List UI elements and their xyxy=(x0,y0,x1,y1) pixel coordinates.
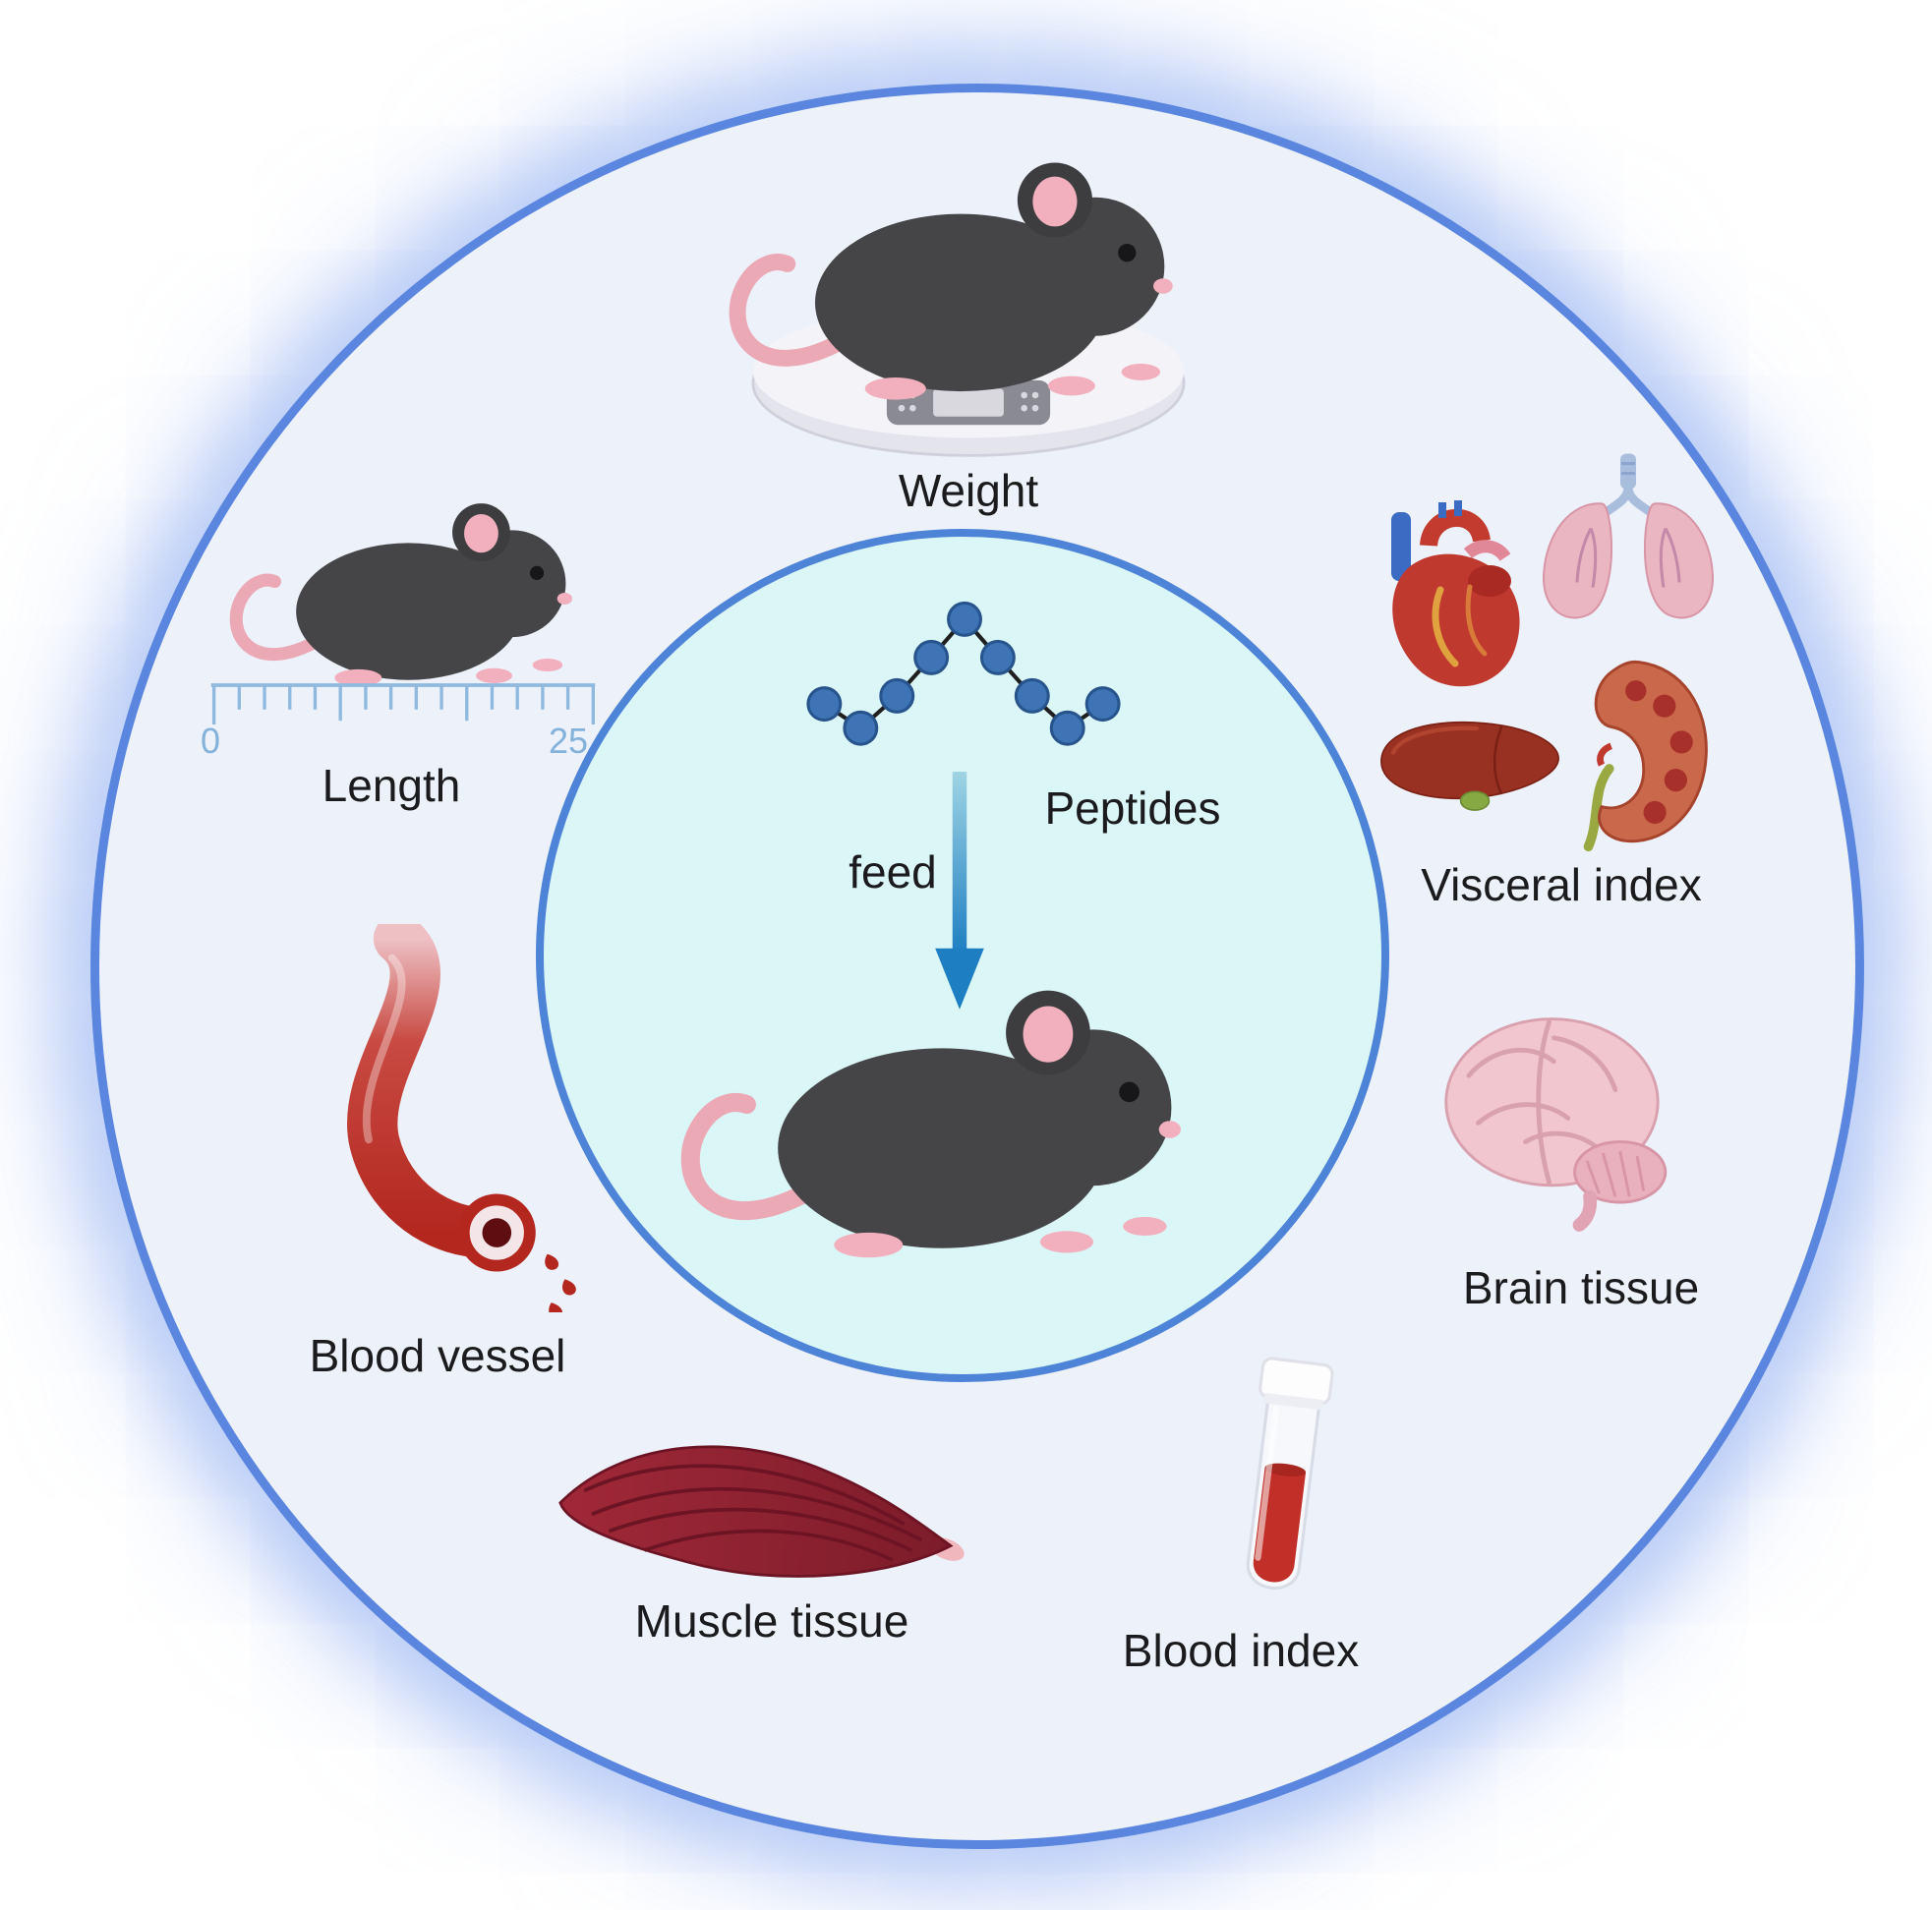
blood-vessel-icon xyxy=(295,924,590,1312)
ruler-icon xyxy=(206,678,600,732)
mouse-on-ruler-icon xyxy=(221,492,585,706)
blood-vessel-label: Blood vessel xyxy=(309,1330,566,1381)
heart-icon xyxy=(1372,496,1539,703)
visceral-index-label: Visceral index xyxy=(1421,859,1702,910)
peptide-chain-icon xyxy=(801,585,1126,777)
feed-label: feed xyxy=(849,846,937,897)
peptides-label: Peptides xyxy=(1044,782,1221,834)
mouse-on-scale-icon xyxy=(718,147,1190,425)
ruler-max-label: 25 xyxy=(548,721,589,761)
blood-tube-icon xyxy=(1189,1346,1377,1630)
ruler-min-label: 0 xyxy=(200,721,221,761)
kidney-icon xyxy=(1573,649,1716,860)
blood-index-label: Blood index xyxy=(1122,1625,1360,1676)
center-mouse-icon xyxy=(669,973,1200,1286)
lungs-icon xyxy=(1534,447,1721,639)
muscle-icon xyxy=(540,1411,975,1632)
length-label: Length xyxy=(322,760,461,811)
brain-tissue-label: Brain tissue xyxy=(1462,1262,1700,1313)
brain-icon xyxy=(1440,993,1686,1244)
muscle-tissue-label: Muscle tissue xyxy=(634,1595,909,1647)
feed-arrow-icon xyxy=(929,765,990,1022)
weight-label: Weight xyxy=(898,465,1039,516)
liver-icon xyxy=(1376,703,1568,836)
